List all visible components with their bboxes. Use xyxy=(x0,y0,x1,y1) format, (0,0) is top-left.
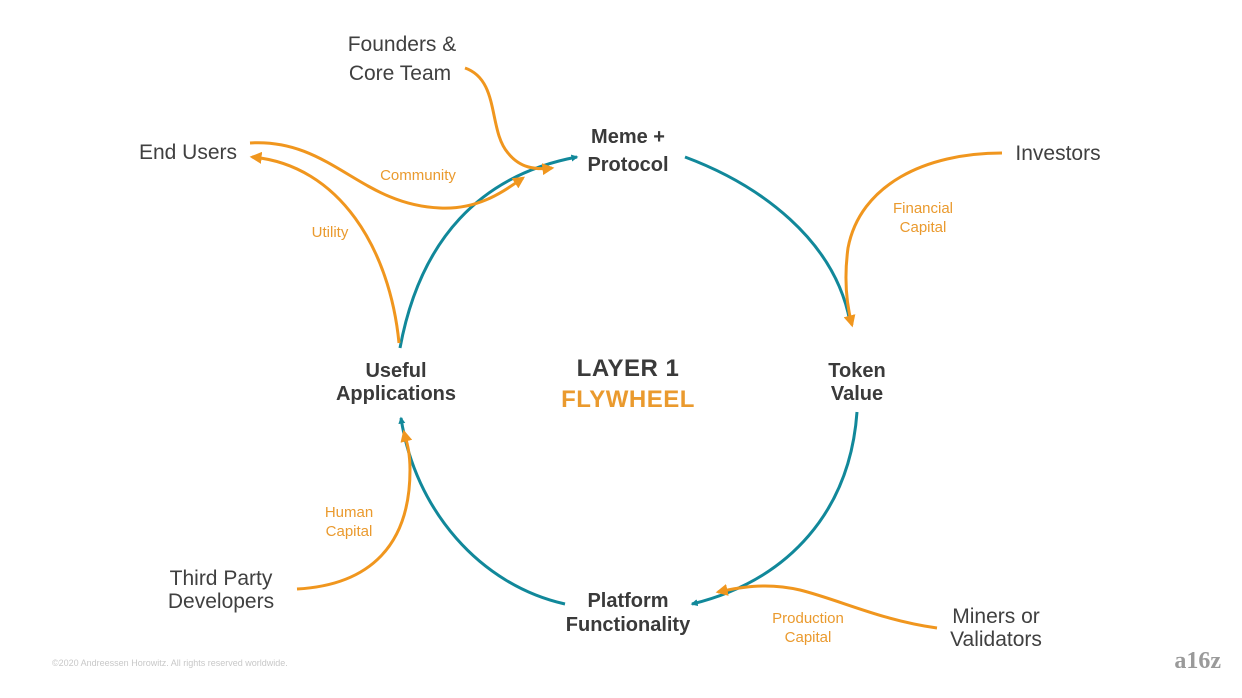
flow-label-human-capital-line-1: Human xyxy=(325,504,373,521)
flow-investors xyxy=(843,151,1003,328)
actor-miners-line-1: Miners or xyxy=(952,605,1040,628)
flow-label-utility: Utility xyxy=(312,224,349,241)
flow-founders xyxy=(464,66,555,176)
flow-label-financial-capital-line-1: Financial xyxy=(893,200,953,217)
actor-third-party-line-2: Developers xyxy=(168,590,274,613)
node-useful-applications-line-2: Applications xyxy=(336,383,456,405)
flow-label-human-capital-line-2: Capital xyxy=(326,523,373,540)
node-meme-protocol-line-2: Protocol xyxy=(587,154,668,176)
actor-end-users: End Users xyxy=(139,141,237,164)
node-platform-functionality-line-2: Functionality xyxy=(566,614,691,636)
arc-applications-to-meme xyxy=(398,154,579,349)
center-title: LAYER 1 FLYWHEEL xyxy=(561,355,695,413)
flow-community xyxy=(249,141,525,210)
actor-miners-line-2: Validators xyxy=(950,628,1042,651)
arc-meme-to-token xyxy=(684,155,853,324)
actor-founders-line-2: Core Team xyxy=(349,62,451,85)
flow-utility xyxy=(249,151,401,344)
node-platform-functionality-line-1: Platform xyxy=(587,590,668,612)
title-line-1: LAYER 1 xyxy=(577,355,680,382)
flow-label-financial-capital-line-2: Capital xyxy=(900,219,947,236)
title-line-2: FLYWHEEL xyxy=(561,386,695,413)
flow-miners xyxy=(715,584,938,630)
flow-label-production-capital-line-2: Capital xyxy=(785,629,832,646)
node-meme-protocol-line-1: Meme + xyxy=(591,126,665,148)
actor-founders-line-1: Founders & xyxy=(348,33,457,56)
flow-third-party xyxy=(296,429,413,591)
actor-third-party-line-1: Third Party xyxy=(170,567,273,590)
flow-label-production-capital-line-1: Production xyxy=(772,610,844,627)
a16z-logo: a16z xyxy=(1174,648,1221,674)
flow-label-community: Community xyxy=(380,167,456,184)
node-token-value-line-1: Token xyxy=(828,360,885,382)
external-flows xyxy=(249,66,1003,630)
node-useful-applications-line-1: Useful xyxy=(365,360,426,382)
arc-platform-to-applications xyxy=(398,416,566,606)
copyright-notice: ©2020 Andreessen Horowitz. All rights re… xyxy=(52,658,288,668)
node-token-value-line-2: Value xyxy=(831,383,883,405)
actor-investors: Investors xyxy=(1015,142,1100,165)
arc-token-to-platform xyxy=(690,411,859,607)
